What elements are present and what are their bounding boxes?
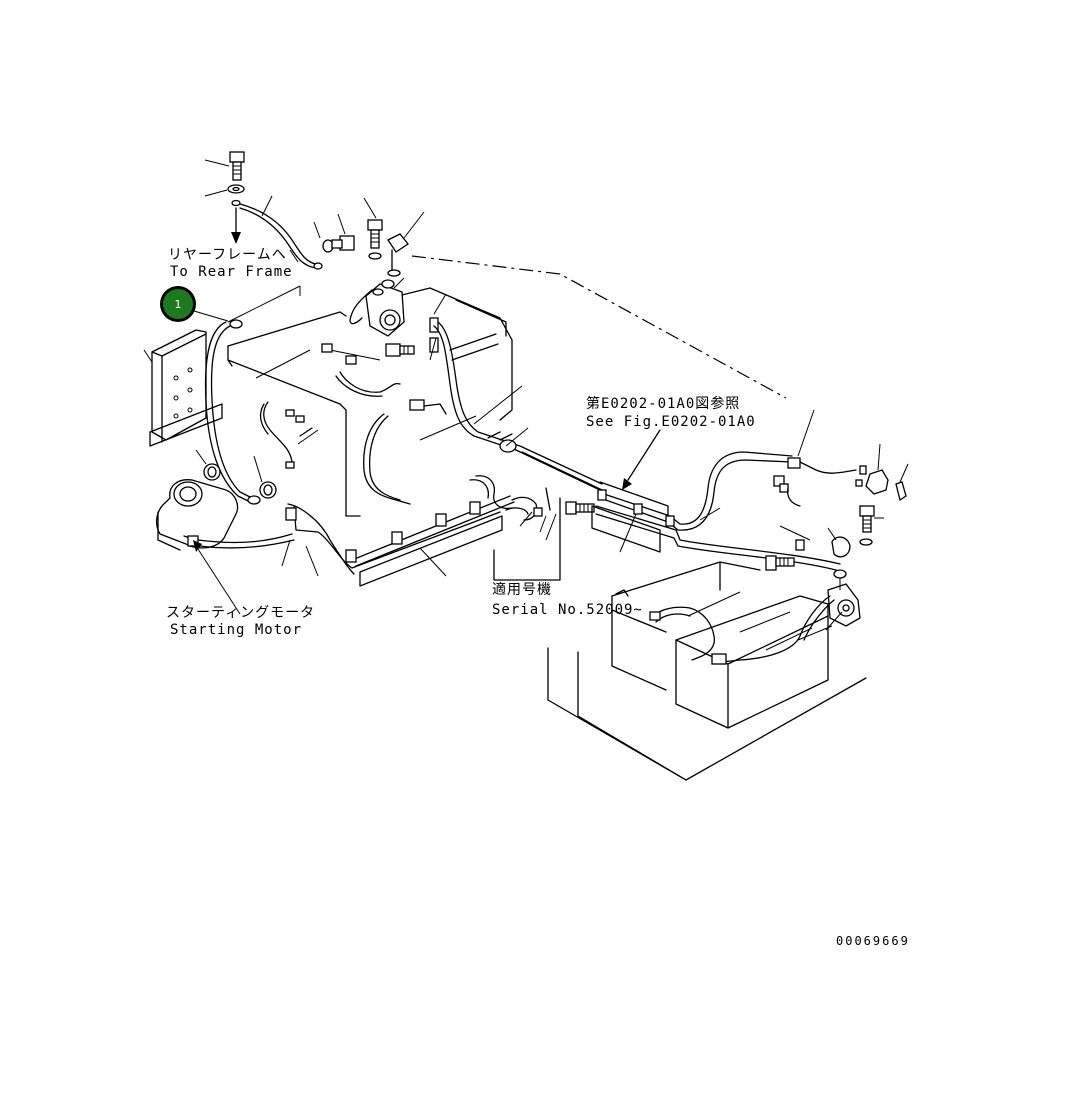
see-fig-arrow (622, 429, 661, 490)
drawing-number: 00069669 (836, 934, 910, 948)
rear-frame-cable (231, 195, 323, 270)
callout-badge[interactable]: 1 (160, 286, 196, 322)
down-arrow-icon (231, 207, 241, 244)
cable-clamp-icon (195, 449, 277, 499)
rear-frame-label-en: To Rear Frame (170, 264, 293, 280)
battery-relay (349, 277, 405, 337)
right-bolt-icon (859, 505, 884, 546)
see-fig-label-jp: 第E0202-01A0図参照 (586, 395, 740, 412)
center-bolt-icon (363, 197, 383, 260)
relay-cable-run (433, 321, 603, 491)
right-elbow-terminal (827, 527, 851, 558)
nut-washer-group (313, 213, 355, 253)
middle-bolt-icon (565, 501, 595, 515)
callout-number: 1 (175, 298, 182, 311)
main-battery-cable (204, 285, 301, 505)
upper-battery-cables (321, 343, 447, 505)
leader-to-right (411, 255, 787, 399)
top-washer-icon (204, 184, 245, 197)
clamp-bar-row (281, 475, 515, 587)
right-connectors (773, 409, 909, 507)
serial-bracket-parts (493, 487, 561, 581)
starting-motor-label-en: Starting Motor (170, 622, 302, 638)
elbow-terminal (387, 211, 425, 277)
right-harness (591, 451, 841, 571)
top-bolt-icon (204, 151, 245, 181)
battery-box-lower (611, 561, 833, 729)
lower-bracket-leaders (547, 647, 867, 781)
lower-relay (721, 555, 861, 663)
relay-bolt-icon (385, 343, 415, 357)
battery-box-upper (227, 287, 513, 517)
relay-terminals (429, 293, 447, 361)
see-fig-label-en: See Fig.E0202-01A0 (586, 414, 756, 430)
serial-label-en: Serial No.52009~ (492, 602, 643, 618)
starting-motor-label-jp: スターティングモータ (166, 605, 315, 621)
rear-frame-label-jp: リヤーフレームへ (168, 247, 287, 263)
frame-plate (143, 329, 223, 447)
starting-motor (155, 479, 295, 615)
serial-label-jp: 適用号機 (492, 581, 552, 598)
relay-harness (259, 401, 313, 469)
callout-fill (163, 289, 193, 319)
